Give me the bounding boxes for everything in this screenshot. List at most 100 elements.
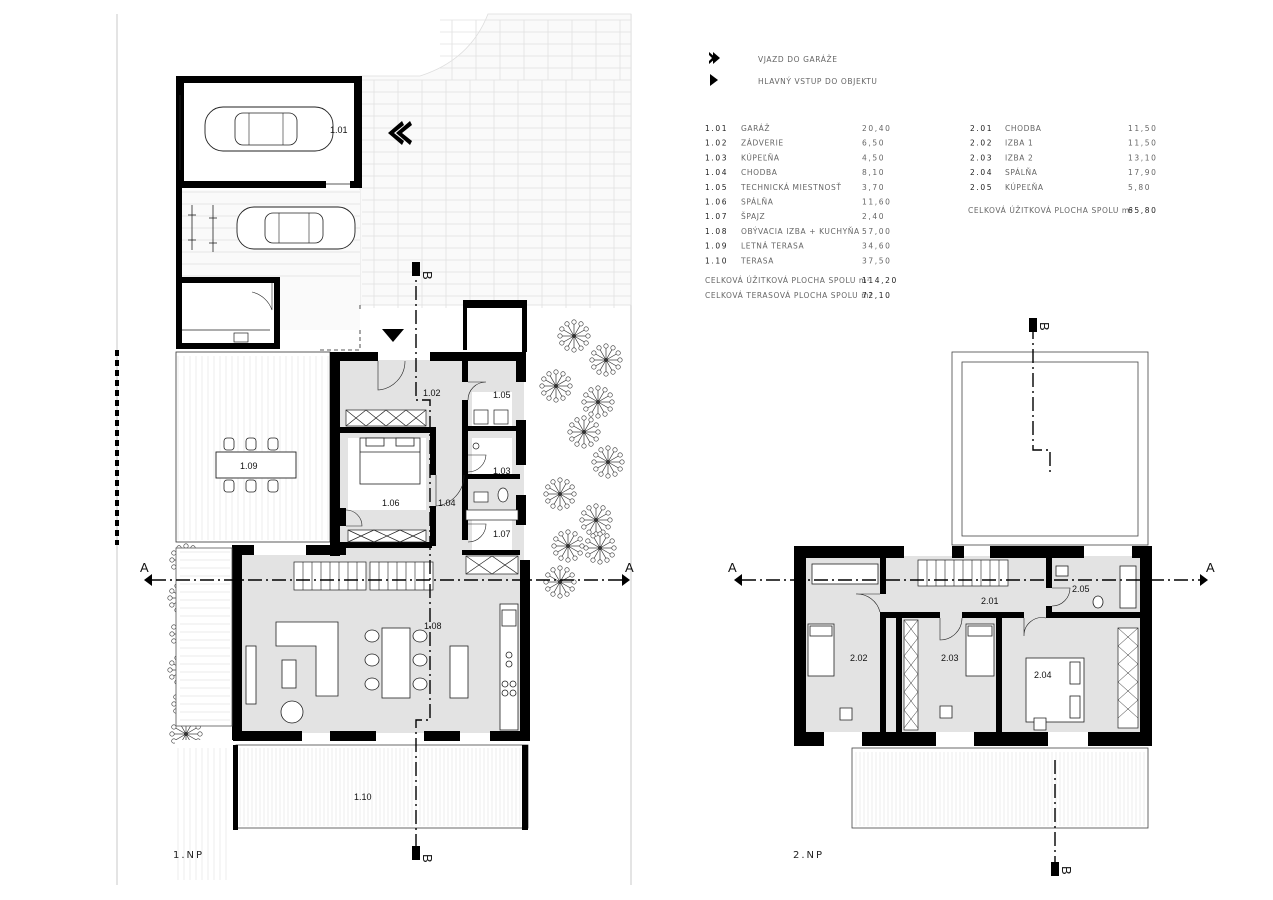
table-2np-room-name: CHODBA: [1005, 124, 1042, 133]
table-1np-room-name: ZÁDVERIE: [741, 139, 784, 148]
room-label-1-03: 1.03: [493, 466, 511, 476]
living-furniture: [245, 603, 519, 731]
table-2np-room-area: 17,90: [1128, 168, 1157, 177]
table-1np-room-area: 6,50: [862, 139, 885, 148]
section-markers: [144, 262, 1208, 876]
room-label-2-02: 2.02: [850, 653, 868, 663]
table-1np-room-name: TERASA: [740, 256, 774, 265]
table-1np-room-no: 1.03: [705, 153, 728, 162]
room-label-1-01: 1.01: [330, 125, 348, 135]
total-terrace-value-1np: 72,10: [862, 291, 891, 300]
plan-title-2np: 2.NP: [793, 850, 824, 861]
staircase: [917, 559, 1009, 587]
table-1np-room-no: 1.07: [705, 212, 728, 221]
legend-label-main-entry: HLAVNÝ VSTUP DO OBJEKTU: [758, 77, 878, 86]
table-1np-room-name: KÚPEĽŇA: [741, 153, 780, 162]
table-1np-room-area: 11,60: [862, 198, 891, 207]
room-label-1-08: 1.08: [424, 621, 442, 631]
table-1np-room-area: 57,00: [862, 227, 891, 236]
section-label-b-2np-top: B: [1037, 322, 1052, 331]
table-1np-room-name: OBÝVACIA IZBA + KUCHYŇA: [741, 227, 860, 236]
table-1np-room-area: 20,40: [862, 124, 891, 133]
house-1np: [232, 300, 530, 741]
table-2np-room-area: 11,50: [1128, 124, 1157, 133]
table-1np-room-name: SPÁLŇA: [741, 198, 774, 207]
table-2np-room-no: 2.02: [970, 139, 993, 148]
table-1np-room-no: 1.09: [705, 242, 728, 251]
room-label-1-06: 1.06: [382, 498, 400, 508]
room-label-2-05: 2.05: [1072, 584, 1090, 594]
table-1np-room-name: CHODBA: [741, 168, 778, 177]
bed-icon: [359, 437, 421, 485]
table-1np-room-name: GARÁŽ: [741, 124, 770, 133]
double-chevron-icon: [709, 52, 720, 64]
room-label-1-09: 1.09: [240, 461, 258, 471]
terrace-1-10: [232, 744, 529, 830]
section-label-a-2np-left: A: [728, 560, 737, 575]
table-1np-room-area: 37,50: [862, 256, 891, 265]
table-1np-room-no: 1.05: [705, 183, 728, 192]
room-label-2-03: 2.03: [941, 653, 959, 663]
total-terrace-label-1np: CELKOVÁ TERASOVÁ PLOCHA SPOLU m²: [705, 291, 873, 300]
area-table-1np: 1.01 GARÁŽ 20,40 1.02 ZÁDVERIE 6,50 1.03 KÚPEĽŇ…: [705, 124, 891, 265]
bicycle-icon: [188, 205, 217, 252]
table-1np-room-area: 34,60: [862, 242, 891, 251]
room-label-1-05: 1.05: [493, 390, 511, 400]
bathroom-fixtures: [472, 409, 509, 503]
main-entry-arrow-icon: [382, 329, 404, 342]
table-1np-room-name: ŠPAJZ: [741, 212, 765, 221]
door-swings: [855, 587, 1071, 641]
section-label-b-bottom: B: [420, 854, 435, 863]
table-2np-room-area: 13,10: [1128, 153, 1157, 162]
table-2np-room-no: 2.01: [970, 124, 993, 133]
plan-1np: [167, 76, 625, 880]
table-1np-room-area: 8,10: [862, 168, 885, 177]
total-usable-label-1np: CELKOVÁ ÚŽITKOVÁ PLOCHA SPOLU m²: [705, 276, 870, 285]
table-1np-room-no: 1.04: [705, 168, 728, 177]
table-1np-room-area: 2,40: [862, 212, 885, 221]
table-1np-room-area: 3,70: [862, 183, 885, 192]
table-2np-room-no: 2.04: [970, 168, 993, 177]
section-label-a-left: A: [140, 560, 149, 575]
plan-2np: [794, 351, 1152, 829]
table-1np-room-no: 1.08: [705, 227, 728, 236]
terrace-2np: [851, 747, 1149, 829]
table-2np-room-area: 5,80: [1128, 183, 1151, 192]
room-label-2-04: 2.04: [1034, 670, 1052, 680]
room-label-2-01: 2.01: [981, 596, 999, 606]
storage-shed: [176, 277, 280, 349]
section-label-a-2np-right: A: [1206, 560, 1215, 575]
table-1np-room-no: 1.02: [705, 139, 728, 148]
garage-1-01: [176, 76, 362, 188]
total-usable-value-1np: 114,20: [862, 276, 898, 285]
table-1np-room-no: 1.01: [705, 124, 728, 133]
table-1np-room-area: 4,50: [862, 153, 885, 162]
section-label-b-2np-bottom: B: [1059, 866, 1074, 875]
table-2np-room-area: 11,50: [1128, 139, 1157, 148]
single-chevron-icon: [710, 74, 718, 86]
legend-label-garage-entry: VJAZD DO GARÁŽE: [758, 55, 838, 64]
legend: VJAZD DO GARÁŽE HLAVNÝ VSTUP DO OBJEKTU: [709, 52, 878, 86]
section-label-b-top: B: [420, 271, 435, 280]
room-label-1-07: 1.07: [493, 529, 511, 539]
room-label-1-02: 1.02: [423, 388, 441, 398]
car-icon: [204, 106, 334, 152]
room-label-1-10: 1.10: [354, 792, 372, 802]
table-2np-room-name: IZBA 1: [1005, 139, 1033, 148]
total-usable-value-2np: 65,80: [1128, 206, 1157, 215]
section-lines: [152, 262, 1200, 870]
summer-terrace-1-09: [175, 351, 331, 543]
table-2np-room-name: SPÁLŇA: [1005, 168, 1038, 177]
table-1np-room-no: 1.10: [705, 256, 728, 265]
total-usable-label-2np: CELKOVÁ ÚŽITKOVÁ PLOCHA SPOLU m²: [968, 206, 1133, 215]
table-1np-room-name: TECHNICKÁ MIESTNOSŤ: [740, 183, 842, 192]
section-label-a-mid: A: [625, 560, 634, 575]
table-2np-room-name: KÚPEĽŇA: [1005, 183, 1044, 192]
door-swings: [345, 360, 487, 543]
table-1np-room-no: 1.06: [705, 198, 728, 207]
table-2np-room-name: IZBA 2: [1005, 153, 1033, 162]
staircase: [293, 561, 434, 591]
garage-entry-arrow-icon: [388, 121, 412, 145]
